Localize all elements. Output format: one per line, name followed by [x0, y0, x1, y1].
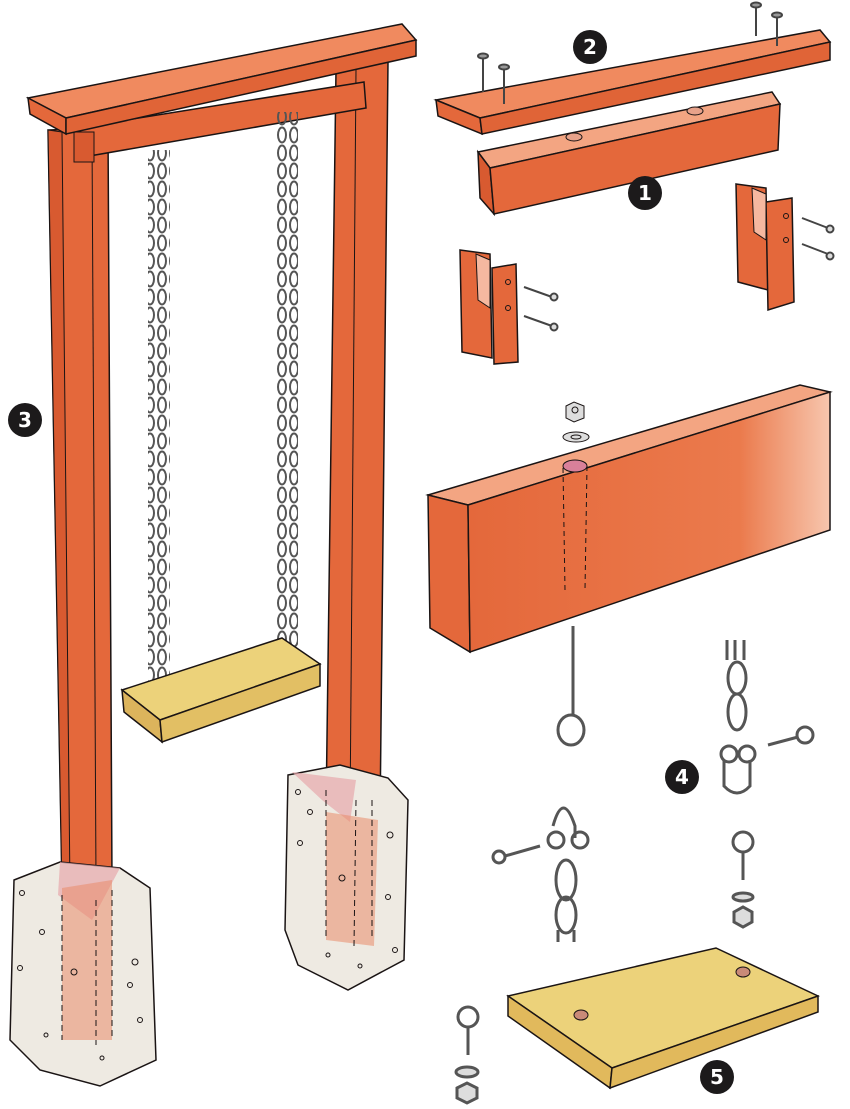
- right-concrete-footing: [284, 764, 409, 991]
- crossbeam-assembled: [73, 81, 367, 163]
- screw-icon: [523, 286, 559, 332]
- left-chain: [148, 150, 170, 700]
- top-cap-assembled: [25, 23, 418, 136]
- assembled-seat: [120, 637, 322, 744]
- nut-icon: [565, 401, 585, 423]
- right-chain: [276, 112, 298, 652]
- left-post: [47, 127, 113, 889]
- right-post: [325, 61, 389, 821]
- eye-bolt-icon: [556, 626, 586, 747]
- callout-badge-1: 1: [628, 176, 662, 210]
- callout-badge-5: 5: [700, 1060, 734, 1094]
- left-concrete-footing: [9, 861, 157, 1087]
- notched-post-top-right: [735, 183, 835, 312]
- callout-badge-4: 4: [665, 760, 699, 794]
- screw-icon: [801, 217, 835, 261]
- seat-eye-bolt-hardware: [454, 1005, 480, 1105]
- exploded-top-cap-board: [433, 1, 832, 136]
- callout-badge-2: 2: [573, 30, 607, 64]
- washer-icon: [562, 431, 590, 443]
- chain-shackle-hardware: [491, 640, 815, 942]
- nail-icon: [477, 1, 783, 104]
- exploded-seat: [506, 947, 820, 1090]
- chain-upper-icon: [725, 640, 748, 732]
- shackle-lower-icon: [491, 806, 590, 865]
- exploded-crossbeam: [476, 91, 782, 217]
- callout-badge-3: 3: [8, 403, 42, 437]
- shackle-upper-icon: [719, 725, 815, 795]
- crossbeam-section-with-bolt: [425, 384, 833, 747]
- assembled-swing: [9, 23, 418, 1087]
- chain-lower-icon: [554, 858, 578, 942]
- eye-bolt-small-icon: [731, 830, 755, 929]
- notched-post-top-left: [459, 249, 559, 365]
